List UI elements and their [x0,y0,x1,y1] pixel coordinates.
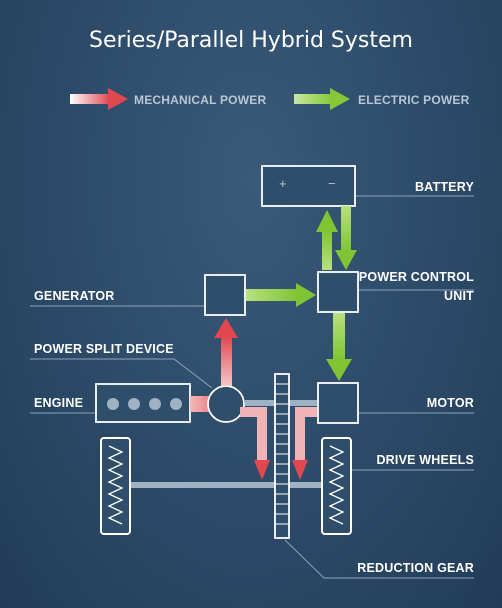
engine-cylinder [170,398,182,410]
electric-arrow-battery-to-pcu [335,206,357,270]
power-split-device [207,385,245,423]
battery-plus-sign: + [279,176,287,191]
legend-electric-arrow [294,88,350,110]
motor-box [317,382,359,424]
engine-label: ENGINE [34,396,84,410]
drive-wheels-label: DRIVE WHEELS [376,453,474,467]
mechanical-arrow-split-to-generator [214,318,238,386]
legend-electric-label: ELECTRIC POWER [358,93,470,107]
battery-box [261,165,356,207]
mechanical-arrow-motor-to-wheels [292,407,317,480]
legend-mechanical-label: MECHANICAL POWER [134,93,267,107]
engine-cylinder [107,398,119,410]
battery-label: BATTERY [414,180,474,194]
legend-mechanical-arrow [70,88,128,110]
motor-label: MOTOR [426,396,474,410]
battery-minus-sign: − [328,176,336,191]
reduction-gear-label: REDUCTION GEAR [357,561,474,575]
reduction-gear [274,373,290,539]
engine-to-split-connector [190,396,210,412]
power-control-unit-label-line2: UNIT [444,289,474,303]
engine-cylinder [128,398,140,410]
leader-lines [30,195,474,579]
generator-label: GENERATOR [34,289,115,303]
electric-arrow-generator-to-pcu [246,283,316,307]
power-control-unit-box [317,271,359,313]
power-control-unit-label-line1: POWER CONTROL [358,270,474,284]
engine-box [95,383,191,423]
diagram-title: Series/Parallel Hybrid System [89,28,413,53]
electric-arrow-pcu-to-motor [326,313,352,381]
generator-box [204,274,246,316]
power-split-device-label: POWER SPLIT DEVICE [34,342,174,356]
electric-arrow-pcu-to-battery [316,210,338,270]
drive-wheel-left [100,437,131,535]
mechanical-arrow-split-to-wheels [240,407,270,480]
drive-wheel-right [321,437,352,535]
engine-cylinder [149,398,161,410]
